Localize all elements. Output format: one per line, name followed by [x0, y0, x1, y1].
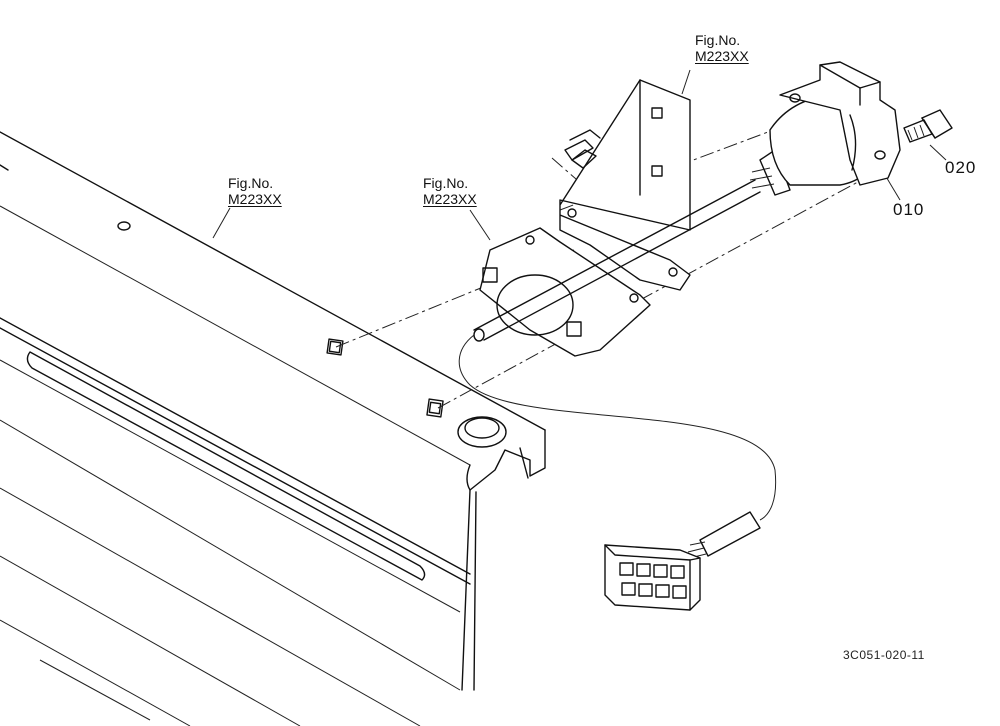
fig-ref-mid: Fig.No. M223XX — [423, 175, 477, 207]
frame-panel — [0, 131, 546, 726]
bolt-020 — [903, 109, 953, 143]
sensor-assembly — [749, 61, 901, 196]
bracket — [559, 79, 691, 291]
fig-ref-left-label: Fig.No. — [228, 175, 274, 191]
fig-ref-top-label: Fig.No. — [695, 32, 741, 48]
part-number-020[interactable]: 020 — [945, 158, 977, 177]
bolt-small-left — [564, 129, 601, 169]
gasket-plate — [479, 227, 651, 357]
fig-ref-mid-code[interactable]: M223XX — [423, 191, 477, 207]
connector-plug — [604, 544, 701, 611]
drawing-id: 3C051-020-11 — [843, 648, 925, 662]
fig-ref-left-code[interactable]: M223XX — [228, 191, 282, 207]
sensor-cable — [458, 179, 777, 559]
part-number-010[interactable]: 010 — [893, 200, 925, 219]
fig-ref-left: Fig.No. M223XX — [228, 175, 282, 207]
fig-ref-mid-label: Fig.No. — [423, 175, 469, 191]
fig-ref-top-code[interactable]: M223XX — [695, 48, 749, 64]
fig-ref-top: Fig.No. M223XX — [695, 32, 749, 64]
